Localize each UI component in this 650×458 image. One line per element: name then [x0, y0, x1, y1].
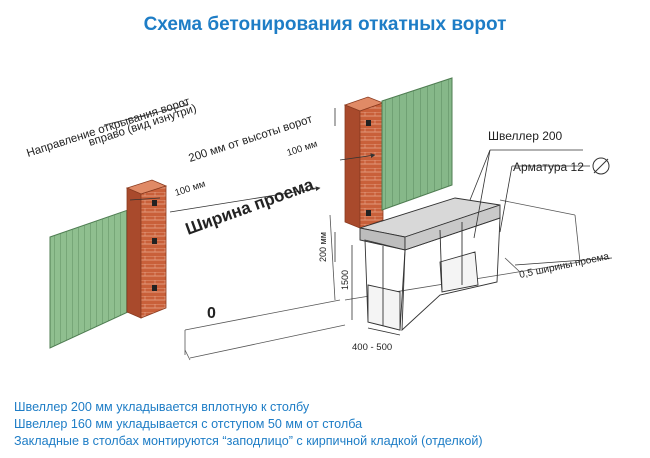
concrete-foundation — [359, 197, 501, 332]
notes-block: Швеллер 200 мм укладывается вплотную к с… — [14, 399, 483, 450]
rebar-diameter-symbol — [592, 157, 610, 175]
diagram-title: Схема бетонирования откатных ворот — [143, 14, 507, 35]
dim-1500: 1500 — [340, 270, 350, 290]
direction-label-line1: Направление открывания ворот — [25, 95, 192, 159]
rebar-12-label: Арматура 12 — [513, 160, 584, 174]
right-fence-panel — [381, 77, 453, 211]
left-brick-pillar — [125, 179, 168, 319]
channel-200-label: Швеллер 200 — [488, 129, 563, 143]
right-brick-pillar — [343, 96, 385, 229]
dimension-lines — [103, 102, 613, 336]
dim-100-right: 100 мм — [286, 139, 319, 159]
left-fence-panel — [49, 209, 129, 349]
height-offset-label: 200 мм от высоты ворот — [187, 113, 314, 165]
note-2: Швеллер 160 мм укладывается с отступом 5… — [14, 417, 363, 431]
zero-label: 0 — [207, 305, 216, 322]
dim-400-500: 400 - 500 — [352, 342, 392, 353]
half-opening-label: 0,5 ширины проема — [518, 251, 610, 281]
note-1: Швеллер 200 мм укладывается вплотную к с… — [14, 400, 310, 414]
dim-100-left: 100 мм — [174, 179, 207, 199]
note-3: Закладные в столбах монтируются “заподли… — [14, 434, 483, 448]
dim-200-vertical: 200 мм — [318, 232, 328, 262]
